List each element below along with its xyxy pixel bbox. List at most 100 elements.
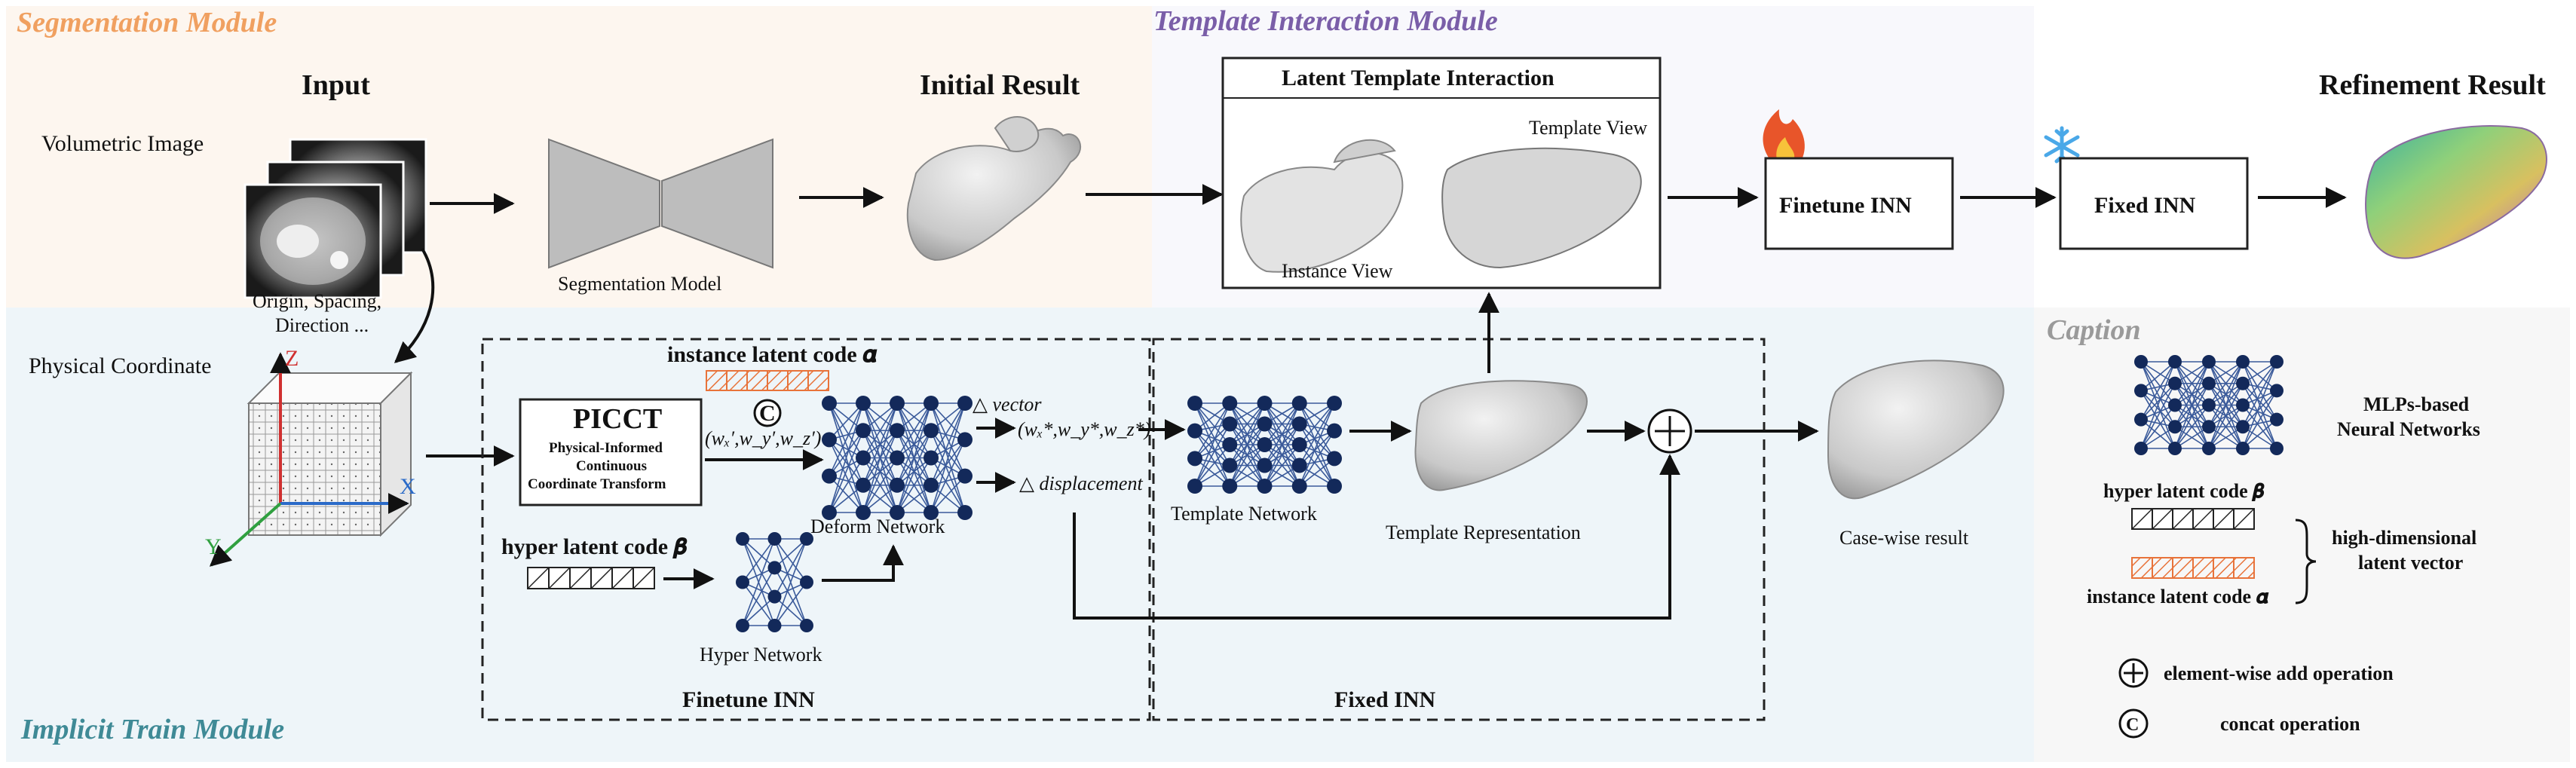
network-edge <box>930 402 966 458</box>
network-edge <box>2208 361 2244 427</box>
latent-cell-hatch <box>633 567 655 589</box>
network-edge <box>2174 361 2210 449</box>
network-edge <box>1299 444 1335 487</box>
network-node <box>1291 457 1307 473</box>
template-representation-label: Template Representation <box>1386 522 1581 543</box>
piccct-line3: Coordinate Transform <box>528 476 666 492</box>
deformed-coords-label: (wₓ*,w_y*,w_z*) <box>1018 418 1150 440</box>
network-node <box>2236 442 2250 455</box>
fixed-inn-top-label: Fixed INN <box>2094 193 2196 218</box>
axis-z-label: Z <box>285 346 299 371</box>
network-edge <box>1194 402 1230 459</box>
network-edge <box>2208 361 2244 405</box>
network-edge <box>1229 424 1266 487</box>
network-edge <box>2140 361 2176 421</box>
network-edge <box>1263 402 1300 466</box>
finetune-inn-region-label: Finetune INN <box>682 687 815 712</box>
network-edge <box>930 457 966 513</box>
network-node <box>1187 479 1202 494</box>
legend-concat-label: concat operation <box>2220 713 2360 735</box>
network-node <box>2168 376 2182 390</box>
legend-hyper-latent-vector <box>2131 508 2255 530</box>
network-edge <box>2242 419 2277 449</box>
network-node <box>957 468 973 484</box>
network-edge <box>742 538 776 568</box>
network-node <box>1187 423 1202 439</box>
network-edge <box>2242 390 2277 427</box>
network-edge <box>862 402 898 486</box>
network-edge <box>829 430 864 513</box>
network-edge <box>1299 402 1335 466</box>
network-edge <box>930 402 966 477</box>
network-edge <box>2174 361 2210 405</box>
latent-cell-hatch <box>2172 508 2194 530</box>
network-edge <box>1229 444 1266 487</box>
legend-instance-latent-vector <box>2131 557 2255 579</box>
network-edge <box>1194 444 1230 487</box>
volumetric-image-label: Volumetric Image <box>41 131 204 156</box>
network-edge <box>1194 430 1230 487</box>
origin-spacing-label: Origin, Spacing, <box>253 290 381 312</box>
network-edge <box>742 582 776 626</box>
piccct-box <box>519 398 703 506</box>
network-edge <box>930 476 966 513</box>
latent-cell-hatch <box>548 567 571 589</box>
add-operation-symbol <box>1647 408 1692 454</box>
network-edge <box>1229 402 1266 487</box>
network-edge <box>2208 361 2244 449</box>
network-node <box>2168 355 2182 369</box>
caption-bg <box>2034 308 2570 762</box>
network-edge <box>742 538 776 626</box>
network-edge <box>896 402 932 486</box>
network-edge <box>930 439 966 486</box>
legend-add-icon <box>2118 658 2149 688</box>
implicit-train-module-title: Implicit Train Module <box>20 714 284 745</box>
network-node <box>1327 396 1342 411</box>
network-node <box>1222 457 1238 473</box>
piccct-line1: Physical-Informed <box>549 440 663 456</box>
network-node <box>2134 442 2148 455</box>
network-edge <box>2242 361 2277 391</box>
refinement-result-heading: Refinement Result <box>2319 69 2546 101</box>
latent-cell <box>2213 557 2234 579</box>
network-node <box>890 477 905 493</box>
finetune-inn-top-label: Finetune INN <box>1779 193 1912 218</box>
legend-mlp-line2: Neural Networks <box>2337 418 2480 440</box>
latent-cell <box>787 370 809 391</box>
network-node <box>1291 437 1307 452</box>
network-node <box>767 532 782 546</box>
network-node <box>1257 396 1273 411</box>
network-edge <box>930 430 966 513</box>
network-node <box>2236 398 2250 412</box>
network-node <box>2168 442 2182 455</box>
network-edge <box>773 538 807 568</box>
network-edge <box>2242 361 2277 449</box>
network-edge <box>1299 424 1335 487</box>
latent-cell-hatch <box>2152 508 2173 530</box>
legend-brace <box>2295 519 2317 604</box>
network-edge <box>1194 402 1230 466</box>
network-node <box>800 619 813 632</box>
case-wise-result-liver <box>1827 360 2005 500</box>
network-edge <box>742 567 776 626</box>
network-node <box>924 423 939 439</box>
network-edge <box>1299 423 1335 459</box>
arrow-displacement-to-add <box>1073 454 1680 620</box>
network-node <box>2270 355 2283 369</box>
latent-cell <box>746 370 768 391</box>
network-node <box>890 505 905 520</box>
network-node <box>1222 437 1238 452</box>
axis-y-label: Y <box>205 534 222 559</box>
network-node <box>736 532 749 546</box>
network-edge <box>2242 390 2277 449</box>
hyper-latent-code-vector <box>527 567 655 589</box>
latent-cell <box>2131 557 2153 579</box>
network-node <box>2134 384 2148 398</box>
network-node <box>822 468 837 484</box>
hyper-latent-code-label: hyper latent code 𝜷 <box>501 534 688 559</box>
input-heading: Input <box>302 69 370 101</box>
network-node <box>924 396 939 411</box>
network-edge <box>930 430 966 477</box>
network-node <box>924 477 939 493</box>
